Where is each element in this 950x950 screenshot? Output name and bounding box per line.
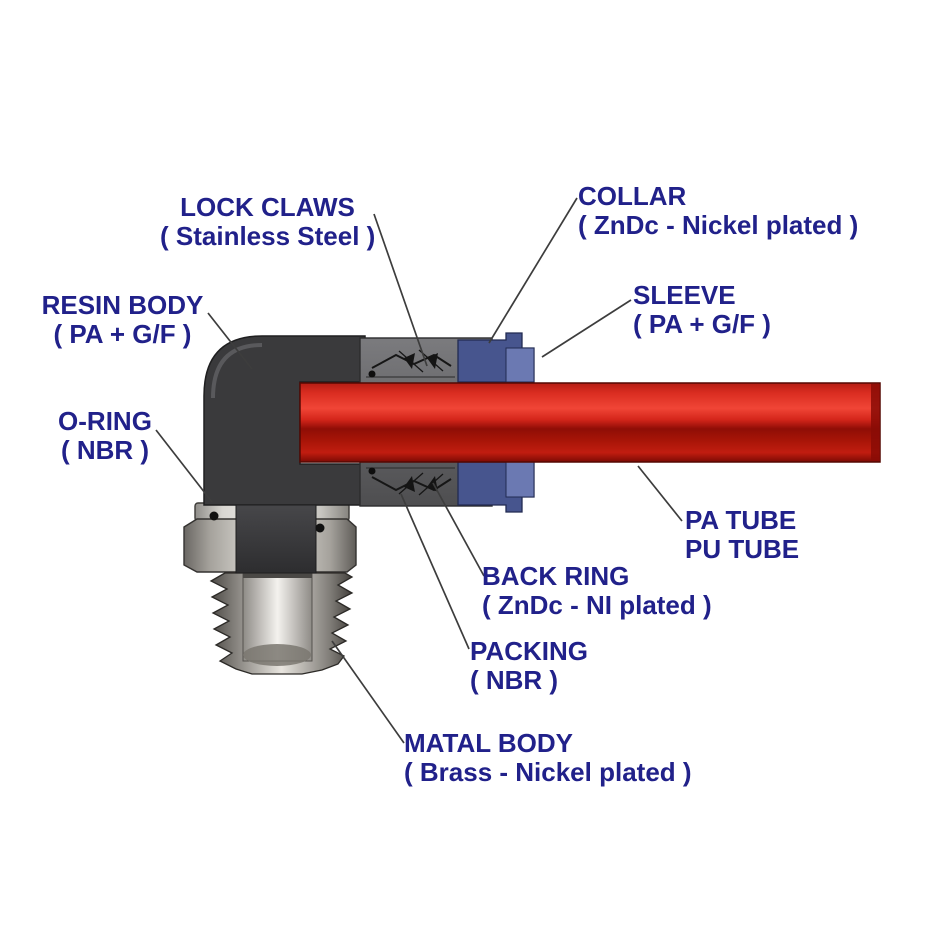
tube-shape (299, 382, 881, 463)
label-tube-subtitle: PU TUBE (685, 534, 800, 564)
sleeve-shape (505, 347, 535, 498)
label-collar-subtitle: ( ZnDc - Nickel plated ) (578, 210, 859, 240)
lock-claws-shape (366, 349, 455, 378)
label-o-ring: O-RING ( NBR ) (25, 407, 185, 465)
label-lock-claws: LOCK CLAWS ( Stainless Steel ) (160, 193, 375, 251)
label-o-ring-title: O-RING (58, 406, 152, 436)
label-o-ring-subtitle: ( NBR ) (60, 435, 150, 465)
leader-collar (488, 197, 578, 344)
label-metal-body-title: MATAL BODY (404, 728, 573, 758)
label-resin-body-subtitle: ( PA + G/F ) (53, 319, 192, 349)
label-tube-title: PA TUBE (685, 505, 797, 535)
leader-tube (637, 465, 683, 522)
label-packing: PACKING ( NBR ) (470, 637, 588, 695)
leader-lock-claws (373, 213, 428, 367)
label-packing-title: PACKING (470, 636, 588, 666)
label-collar: COLLAR ( ZnDc - Nickel plated ) (578, 182, 858, 240)
leader-metal-body (331, 640, 405, 744)
leader-back-ring (432, 482, 485, 577)
label-tube: PA TUBE PU TUBE (685, 506, 799, 564)
label-back-ring: BACK RING ( ZnDc - NI plated ) (482, 562, 712, 620)
packing-shape (368, 370, 376, 475)
leader-lines (155, 197, 683, 744)
label-back-ring-subtitle: ( ZnDc - NI plated ) (482, 590, 712, 620)
label-resin-body-title: RESIN BODY (41, 290, 204, 320)
label-back-ring-title: BACK RING (482, 561, 630, 591)
label-sleeve-title: SLEEVE (633, 280, 736, 310)
label-lock-claws-title: LOCK CLAWS (180, 192, 355, 222)
leader-sleeve (541, 299, 632, 358)
label-collar-title: COLLAR (578, 181, 687, 211)
leader-resin-body (207, 312, 253, 370)
o-ring-shape (209, 511, 325, 533)
label-resin-body: RESIN BODY ( PA + G/F ) (30, 291, 215, 349)
resin-body-shape (203, 335, 366, 574)
label-sleeve: SLEEVE ( PA + G/F ) (633, 281, 771, 339)
leader-o-ring (155, 429, 213, 503)
label-sleeve-subtitle: ( PA + G/F ) (633, 309, 771, 339)
label-metal-body-subtitle: ( Brass - Nickel plated ) (404, 757, 692, 787)
leader-packing (400, 493, 470, 650)
label-metal-body: MATAL BODY ( Brass - Nickel plated ) (404, 729, 692, 787)
label-lock-claws-subtitle: ( Stainless Steel ) (160, 221, 376, 251)
label-packing-subtitle: ( NBR ) (470, 665, 559, 695)
back-ring-shape (366, 467, 455, 496)
